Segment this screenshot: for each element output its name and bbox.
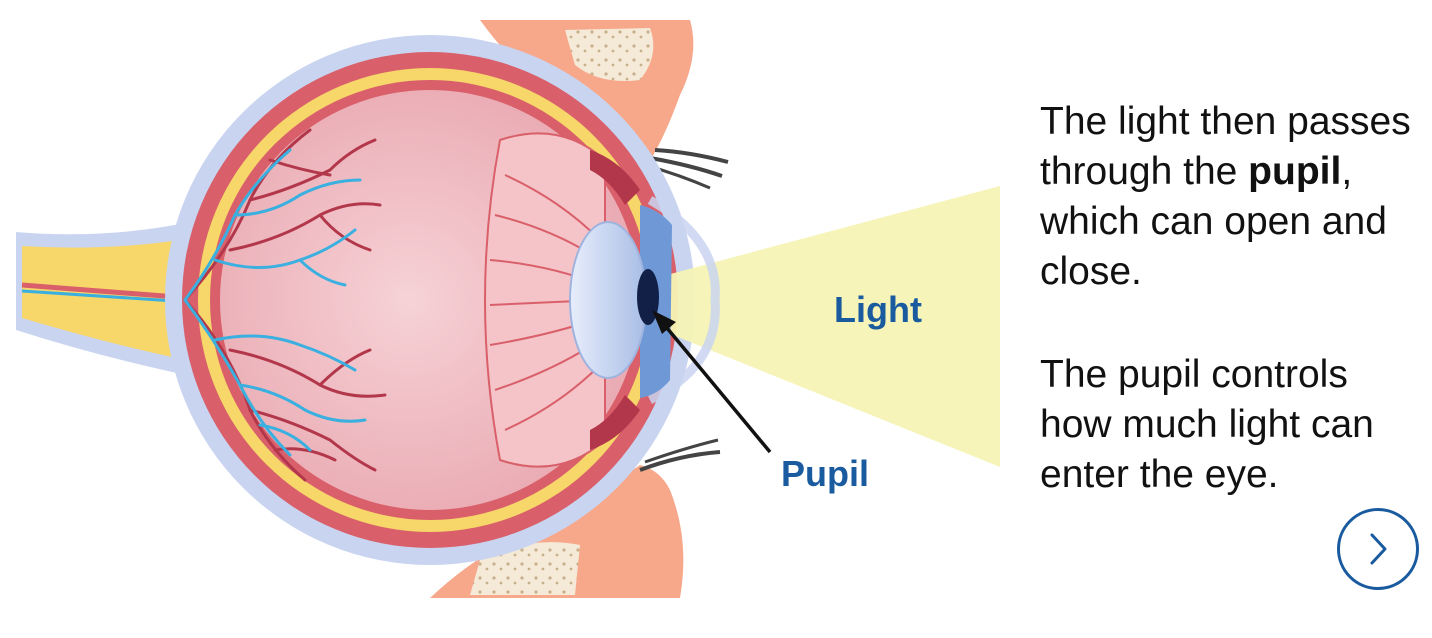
cornea (647, 196, 720, 405)
retinal-vessels (183, 128, 387, 482)
caption-text: The pupil controls how much light can en… (1040, 353, 1374, 496)
next-button[interactable] (1337, 508, 1419, 590)
caption-text: , which can open and close. (1040, 150, 1387, 293)
light-beam (648, 186, 1000, 467)
lens (569, 221, 647, 379)
caption-paragraph-2: The pupil controls how much light can en… (1040, 350, 1425, 500)
pupil-label: Pupil (781, 453, 869, 494)
light-label: Light (834, 289, 922, 330)
caption-paragraph-1: The light then passes through the pupil,… (1040, 97, 1425, 297)
caption-text: The light then passes through the (1040, 100, 1411, 193)
optic-nerve (16, 220, 210, 380)
caption-bold-term: pupil (1248, 150, 1342, 193)
pupil-arrow (652, 310, 772, 454)
chevron-right-icon (1370, 533, 1387, 565)
